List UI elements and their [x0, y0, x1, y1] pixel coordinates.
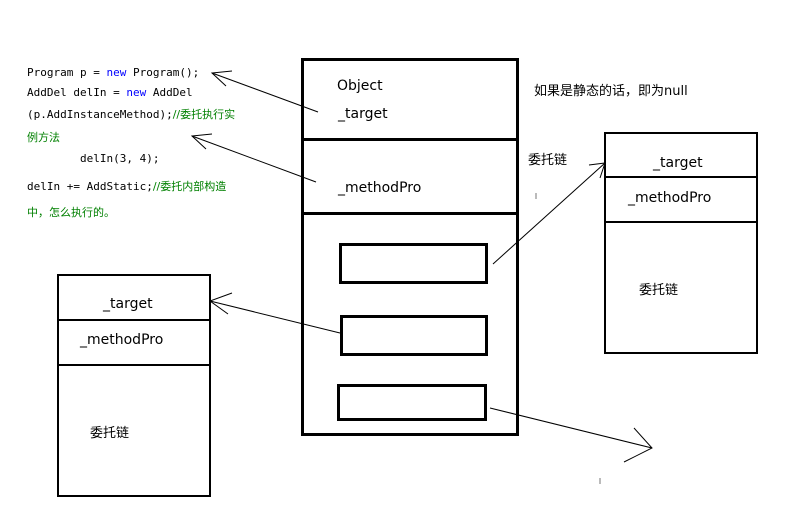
arrowhead-slot3-to-next	[623, 427, 653, 463]
arrowhead-method-to-code	[190, 133, 213, 150]
arrow-method-to-code	[191, 135, 317, 183]
code-line-2: AddDel delIn = new AddDel	[27, 86, 193, 99]
central-divider-1	[301, 138, 519, 141]
right-chain-label: 委托链	[639, 283, 679, 298]
left-divider-2	[57, 364, 211, 366]
arrow-slot2-to-left-box	[209, 300, 341, 334]
arrowhead-target-to-code	[210, 70, 233, 87]
code-line-4: 例方法	[27, 131, 60, 144]
left-target-label: _target	[103, 296, 153, 312]
left-delegate-box	[57, 274, 211, 497]
right-delegate-box	[604, 132, 758, 354]
arrow-slot1-to-right-box	[492, 162, 606, 265]
central-target-label: _target	[338, 106, 388, 122]
central-divider-2	[301, 212, 519, 215]
central-object-box	[301, 58, 519, 436]
right-divider-1	[604, 176, 758, 178]
left-divider-1	[57, 319, 211, 321]
static-null-note: 如果是静态的话，即为null	[534, 84, 688, 99]
invocation-slot-1	[339, 243, 488, 284]
right-method-label: _methodPro	[628, 190, 712, 206]
code-line-5: delIn(3, 4);	[27, 152, 160, 165]
chain-label: 委托链	[528, 153, 568, 168]
object-label: Object	[337, 78, 383, 94]
left-chain-label: 委托链	[90, 426, 130, 441]
central-method-label: _methodPro	[338, 180, 422, 196]
left-method-label: _methodPro	[80, 332, 164, 348]
right-divider-2	[604, 221, 758, 223]
code-line-3: (p.AddInstanceMethod);//委托执行实	[27, 108, 236, 121]
invocation-slot-2	[340, 315, 488, 356]
arrow-target-to-code	[211, 72, 319, 113]
right-target-label: _target	[653, 155, 703, 171]
code-line-7: 中，怎么执行的。	[27, 206, 115, 219]
code-line-6: delIn += AddStatic;//委托内部构造	[27, 180, 227, 193]
code-line-1: Program p = new Program();	[27, 66, 200, 79]
invocation-slot-3	[337, 384, 487, 421]
